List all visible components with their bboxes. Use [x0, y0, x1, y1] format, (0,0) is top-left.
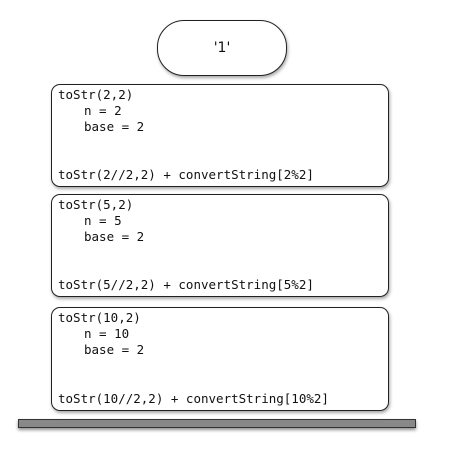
return-value-text: '1': [213, 40, 231, 56]
frame-call-label: toStr(2,2): [58, 87, 134, 102]
frame-var-n: n = 5: [84, 213, 122, 228]
frame-var-n: n = 10: [84, 326, 130, 341]
stack-base-shelf: [18, 419, 416, 428]
frame-var-n: n = 2: [84, 103, 122, 118]
frame-call-label: toStr(10,2): [58, 310, 141, 325]
frame-var-base: base = 2: [84, 342, 145, 357]
frame-return-expression: toStr(10//2,2) + convertString[10%2]: [58, 391, 329, 406]
stack-frame-middle: toStr(5,2) n = 5 base = 2 toStr(5//2,2) …: [51, 194, 389, 297]
frame-return-expression: toStr(2//2,2) + convertString[2%2]: [58, 167, 314, 182]
stack-frame-bottom: toStr(10,2) n = 10 base = 2 toStr(10//2,…: [51, 307, 389, 411]
frame-var-base: base = 2: [84, 119, 145, 134]
frame-return-expression: toStr(5//2,2) + convertString[5%2]: [58, 277, 314, 292]
stack-frame-top: toStr(2,2) n = 2 base = 2 toStr(2//2,2) …: [51, 84, 389, 187]
frame-call-label: toStr(5,2): [58, 197, 134, 212]
return-value-bubble: '1': [157, 20, 287, 76]
frame-var-base: base = 2: [84, 229, 145, 244]
